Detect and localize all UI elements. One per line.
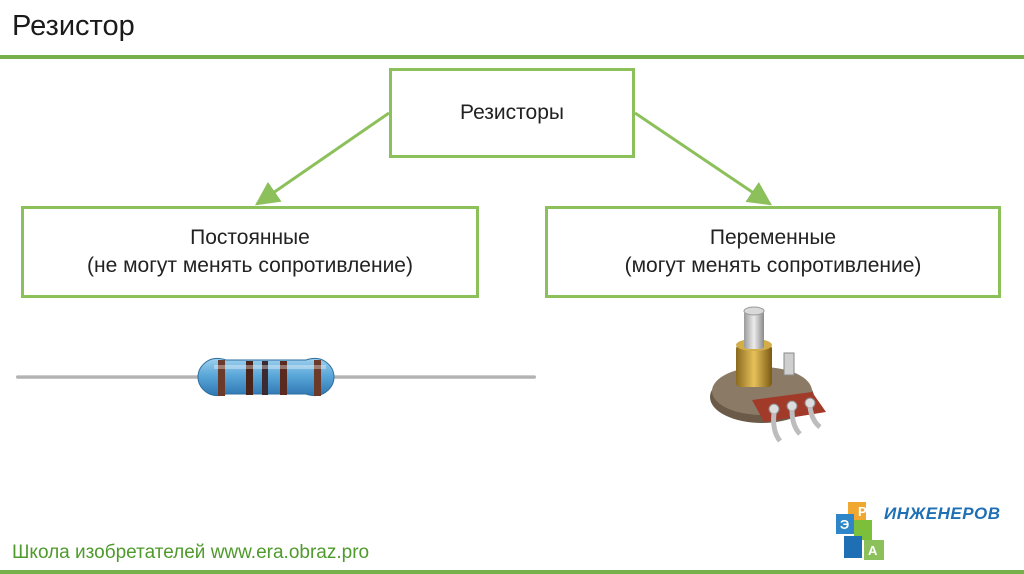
logo-cubes-icon: Р Э А <box>836 502 884 560</box>
fixed-resistors-title: Постоянные <box>190 226 310 249</box>
logo-letter-r: Р <box>858 504 867 519</box>
variable-resistors-title: Переменные <box>709 226 837 249</box>
fixed-resistors-box: Постоянные (не могут менять сопротивлени… <box>21 206 479 298</box>
slide-title: Резистор <box>12 10 135 42</box>
logo-letter-a: А <box>868 543 878 558</box>
variable-resistors-box: Переменные (могут менять сопротивление) <box>545 206 1001 298</box>
logo-letter-e: Э <box>840 517 849 532</box>
potentiometer-image <box>710 306 826 443</box>
fixed-resistors-desc: (не могут менять сопротивление) <box>87 254 413 277</box>
logo-word: ИНЖЕНЕРОВ <box>884 504 1001 523</box>
engineers-era-logo: Р Э А ИНЖЕНЕРОВ <box>834 500 1010 562</box>
footer-text: Школа изобретателей www.era.obraz.pro <box>12 542 370 563</box>
footer-divider <box>0 570 1024 574</box>
root-box: Резисторы <box>389 68 635 158</box>
arrow-to-right <box>634 111 772 206</box>
root-box-label: Резисторы <box>460 101 564 124</box>
variable-resistors-desc: (могут менять сопротивление) <box>624 254 922 277</box>
resistor-image <box>16 357 536 397</box>
arrow-to-left <box>255 111 390 206</box>
title-divider <box>0 55 1024 59</box>
